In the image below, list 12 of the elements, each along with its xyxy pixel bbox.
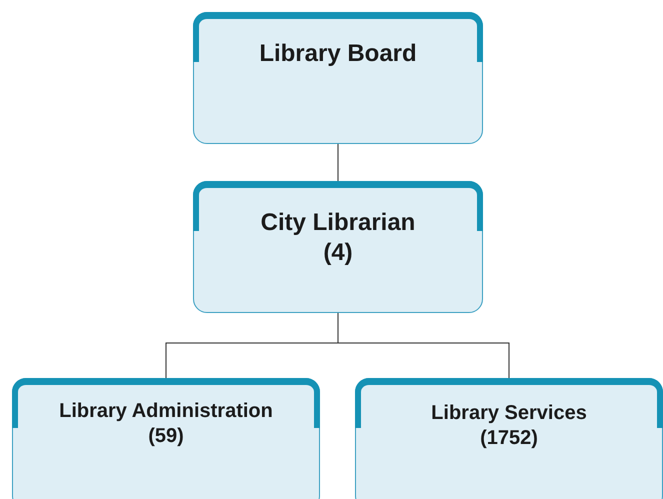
box-label: (4) — [323, 238, 353, 268]
box-label: Library Services — [431, 401, 587, 426]
box-label: (1752) — [480, 426, 538, 451]
box-label: Library Board — [259, 39, 417, 69]
org-box — [12, 378, 320, 499]
box-label: City Librarian — [260, 208, 416, 238]
org-box — [193, 181, 483, 313]
box-label: Library Administration — [59, 399, 273, 424]
org-box — [193, 12, 483, 144]
org-box — [355, 378, 663, 499]
box-label: (59) — [148, 424, 184, 449]
connector-line — [338, 312, 510, 378]
